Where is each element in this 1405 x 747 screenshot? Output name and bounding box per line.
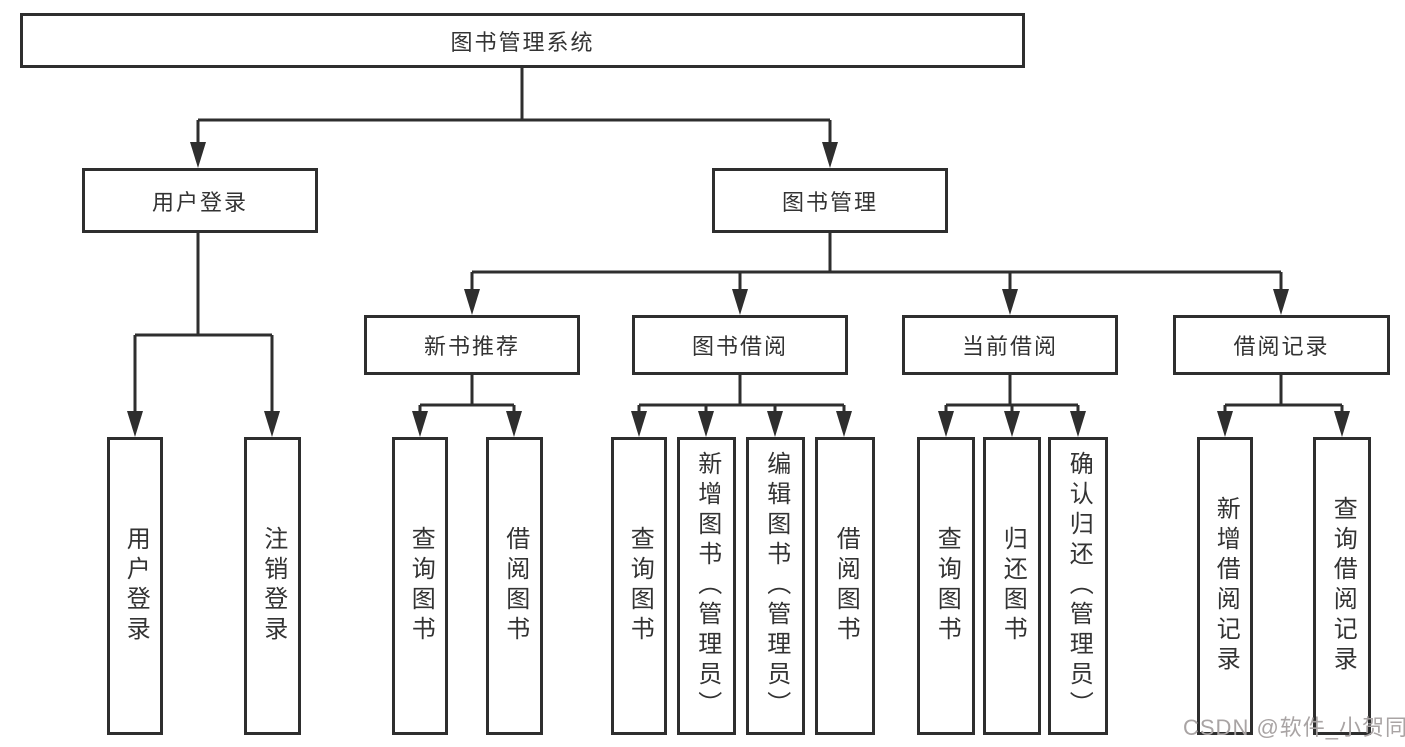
node-user-login-label: 用户登录 <box>151 189 248 215</box>
csdn-watermark: CSDN @软件_小贺同学 <box>1183 715 1405 740</box>
leaf-edit-books-admin-label: 编辑图书（管理员） <box>762 451 790 721</box>
node-book-management-label: 图书管理 <box>781 189 878 215</box>
leaf-user-login-label: 用户登录 <box>122 526 150 646</box>
node-book-borrow-label: 图书借阅 <box>691 334 788 359</box>
leaf-edit-books-admin: 编辑图书（管理员） <box>746 437 805 735</box>
arrowheads <box>127 142 1350 437</box>
node-new-book-recommend-label: 新书推荐 <box>423 334 520 359</box>
leaf-return-books-label: 归还图书 <box>999 526 1027 646</box>
node-current-borrow-label: 当前借阅 <box>961 334 1058 359</box>
leaf-add-books-admin-label: 新增图书（管理员） <box>693 451 721 721</box>
leaf-add-books-admin: 新增图书（管理员） <box>677 437 736 735</box>
leaf-query-borrow-record-label: 查询借阅记录 <box>1329 496 1357 676</box>
node-current-borrow: 当前借阅 <box>902 315 1118 375</box>
leaf-add-borrow-record-label: 新增借阅记录 <box>1212 496 1240 676</box>
connector-path <box>133 68 1344 413</box>
leaf-query-books-2: 查询图书 <box>611 437 667 735</box>
leaf-confirm-return-admin: 确认归还（管理员） <box>1048 437 1108 735</box>
leaf-logout-label: 注销登录 <box>259 526 287 646</box>
node-borrow-records: 借阅记录 <box>1173 315 1390 375</box>
leaf-borrow-books-1: 借阅图书 <box>486 437 543 735</box>
leaf-query-books-2-label: 查询图书 <box>626 526 654 646</box>
node-root-label: 图书管理系统 <box>450 29 595 55</box>
leaf-query-books-1-label: 查询图书 <box>407 526 435 646</box>
leaf-logout: 注销登录 <box>244 437 301 735</box>
node-root: 图书管理系统 <box>20 13 1025 68</box>
leaf-return-books: 归还图书 <box>983 437 1041 735</box>
leaf-add-borrow-record: 新增借阅记录 <box>1197 437 1253 735</box>
leaf-user-login: 用户登录 <box>107 437 163 735</box>
node-new-book-recommend: 新书推荐 <box>364 315 580 375</box>
node-book-borrow: 图书借阅 <box>632 315 848 375</box>
leaf-borrow-books-2: 借阅图书 <box>815 437 875 735</box>
leaf-borrow-books-1-label: 借阅图书 <box>501 526 529 646</box>
node-user-login: 用户登录 <box>82 168 318 233</box>
leaf-query-books-1: 查询图书 <box>392 437 448 735</box>
node-borrow-records-label: 借阅记录 <box>1233 334 1330 359</box>
leaf-query-books-3-label: 查询图书 <box>933 526 961 646</box>
node-book-management: 图书管理 <box>712 168 948 233</box>
leaf-query-borrow-record: 查询借阅记录 <box>1313 437 1371 735</box>
leaf-query-books-3: 查询图书 <box>917 437 975 735</box>
leaf-confirm-return-admin-label: 确认归还（管理员） <box>1065 451 1093 721</box>
leaf-borrow-books-2-label: 借阅图书 <box>832 526 860 646</box>
